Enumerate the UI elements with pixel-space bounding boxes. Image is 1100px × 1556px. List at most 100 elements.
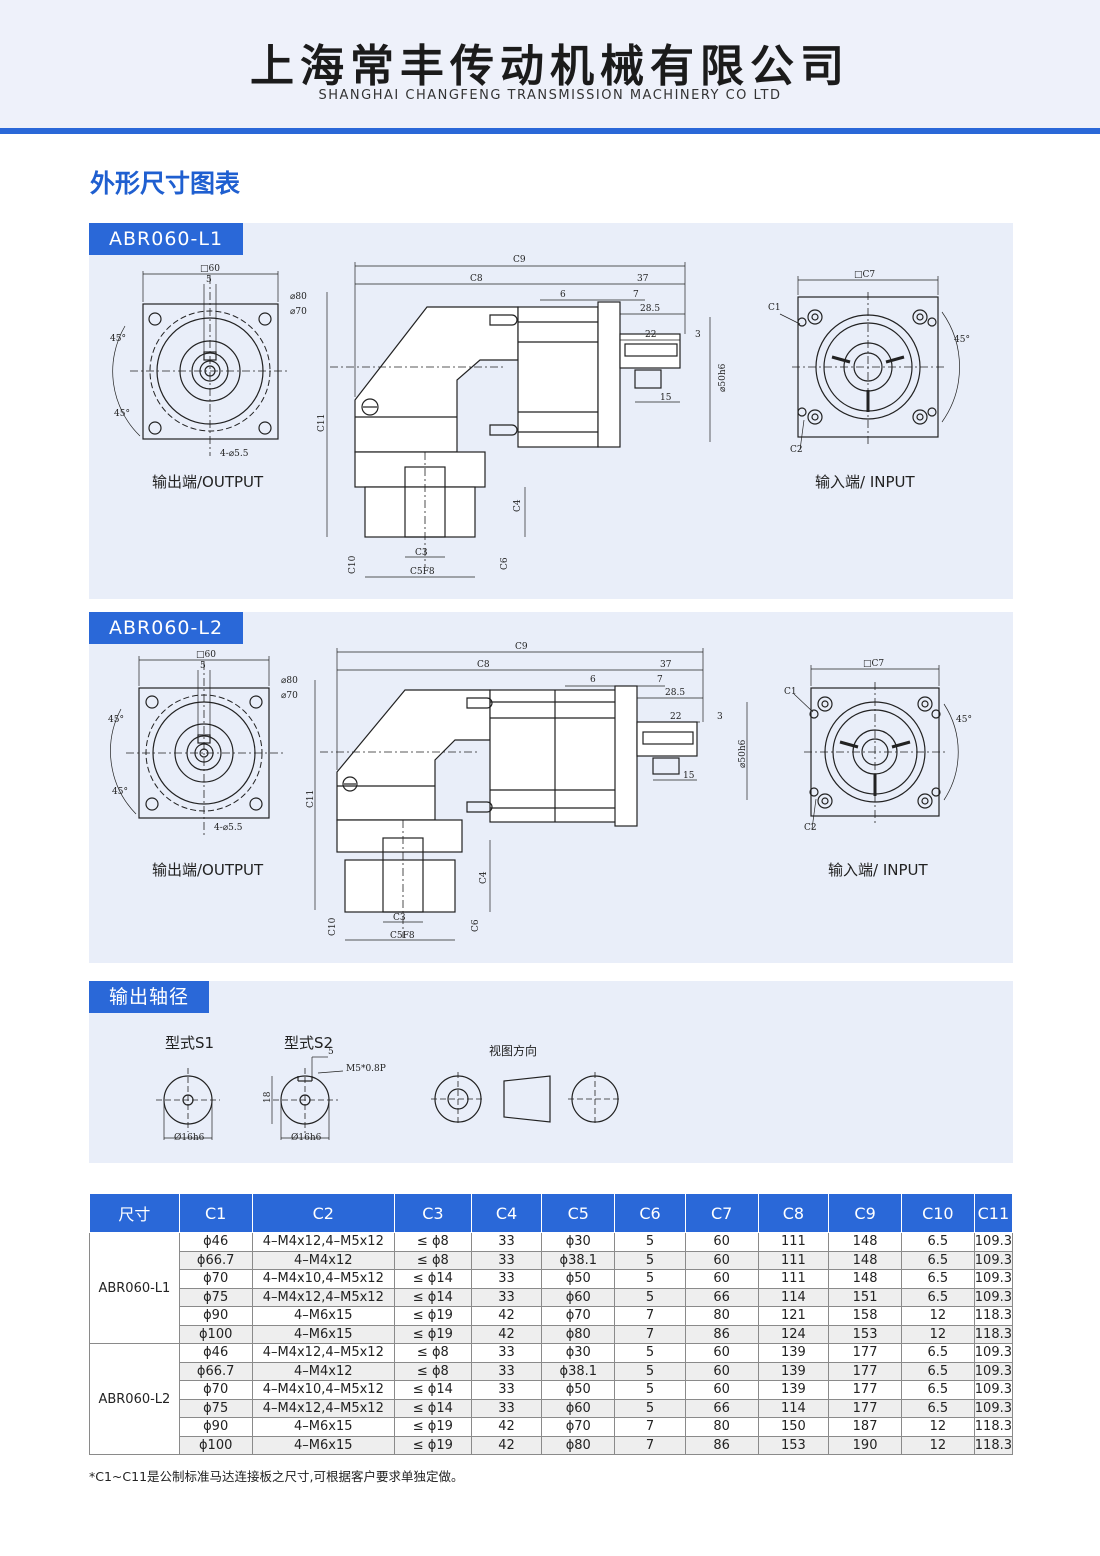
table-cell: 4–M4x10,4–M5x12 xyxy=(251,1269,396,1289)
table-cell: 42 xyxy=(470,1435,543,1455)
l2-side-view: C9 C8 37 6 7 28.5 22 3 15 ⌀50h6 C11 C4 C… xyxy=(306,642,748,941)
table-cell: 60 xyxy=(684,1380,759,1400)
l1-output-sq60: □60 xyxy=(200,264,220,274)
table-cell: 80 xyxy=(684,1417,759,1437)
l2-dim-6: 6 xyxy=(590,675,596,685)
table-cell: ≤ ϕ8 xyxy=(394,1232,472,1252)
table-cell: 42 xyxy=(470,1306,543,1326)
l1-body-elbow xyxy=(354,306,519,453)
l1-dim-d50: ⌀50h6 xyxy=(718,363,728,392)
col-header-c10: C10 xyxy=(900,1193,975,1233)
table-cell: 33 xyxy=(470,1287,543,1307)
l2-output-label: 输出端/OUTPUT xyxy=(152,861,264,879)
col-header-c4: C4 xyxy=(470,1193,543,1233)
l1-input-angle: 45° xyxy=(954,335,970,345)
table-cell: 109.3 xyxy=(973,1287,1014,1307)
table-cell: 150 xyxy=(757,1417,830,1437)
table-cell: 4–M6x15 xyxy=(251,1324,396,1344)
l1-input-c1: C1 xyxy=(768,303,781,313)
table-cell: ϕ70 xyxy=(541,1306,616,1326)
table-cell: 109.3 xyxy=(973,1232,1014,1252)
table-cell: 190 xyxy=(828,1435,902,1455)
table-cell: 5 xyxy=(614,1287,686,1307)
l2-input-view: □C7 C1 C2 45° xyxy=(784,659,972,833)
table-cell: 4–M4x12,4–M5x12 xyxy=(251,1232,396,1252)
l2-output-d70: ⌀70 xyxy=(281,691,298,701)
l2-output-angle1: 45° xyxy=(108,715,124,725)
table-cell: 109.3 xyxy=(973,1269,1014,1289)
table-cell: 66 xyxy=(684,1287,759,1307)
col-header-c3: C3 xyxy=(394,1193,472,1233)
col-header-size: 尺寸 xyxy=(89,1193,180,1233)
l2-dim-7: 7 xyxy=(657,675,663,685)
l1-body-housing xyxy=(517,306,599,448)
table-cell: 114 xyxy=(757,1398,830,1418)
table-cell: 7 xyxy=(614,1435,686,1455)
table-cell: ≤ ϕ8 xyxy=(394,1250,472,1270)
table-cell: ϕ66.7 xyxy=(178,1250,253,1270)
l1-output-shaft xyxy=(364,486,476,538)
table-cell: ≤ ϕ14 xyxy=(394,1269,472,1289)
table-cell: 114 xyxy=(757,1287,830,1307)
table-cell: 177 xyxy=(828,1380,902,1400)
table-cell: 187 xyxy=(828,1417,902,1437)
l1-output-holes: 4-⌀5.5 xyxy=(220,449,249,459)
table-cell: 121 xyxy=(757,1306,830,1326)
table-cell: 86 xyxy=(684,1324,759,1344)
table-cell: 12 xyxy=(900,1417,975,1437)
table-cell: 7 xyxy=(614,1324,686,1344)
table-cell: ≤ ϕ19 xyxy=(394,1324,472,1344)
table-cell: 33 xyxy=(470,1269,543,1289)
l1-dim-37: 37 xyxy=(637,274,649,284)
col-header-c5: C5 xyxy=(541,1193,616,1233)
l1-output-keyw: 5 xyxy=(206,275,212,285)
table-cell: 153 xyxy=(828,1324,902,1344)
l1-dim-28: 28.5 xyxy=(640,304,660,314)
l1-output-d80: ⌀80 xyxy=(290,292,307,302)
shaft-s2-thread: M5*0.8P xyxy=(346,1064,386,1074)
table-cell: 33 xyxy=(470,1398,543,1418)
table-cell: 5 xyxy=(614,1250,686,1270)
l2-output-view: □60 5 ⌀80 ⌀70 4-⌀5.5 45° 45° xyxy=(108,650,298,836)
table-cell: 5 xyxy=(614,1269,686,1289)
shaft-s1-drawing: Ø16h6 xyxy=(156,1068,220,1143)
table-cell: 6.5 xyxy=(900,1269,975,1289)
l2-input-c2: C2 xyxy=(804,823,817,833)
col-header-c7: C7 xyxy=(684,1193,759,1233)
l1-dim-c10: C10 xyxy=(348,555,358,574)
col-header-c6: C6 xyxy=(614,1193,686,1233)
l2-dim-15: 15 xyxy=(683,771,695,781)
table-cell: 86 xyxy=(684,1435,759,1455)
table-cell: 5 xyxy=(614,1232,686,1252)
l2-input-label: 输入端/ INPUT xyxy=(828,861,928,879)
table-cell: 148 xyxy=(828,1232,902,1252)
table-cell: ≤ ϕ8 xyxy=(394,1343,472,1363)
table-cell: 60 xyxy=(684,1361,759,1381)
l1-dim-c3: C3 xyxy=(415,548,428,558)
table-cell: 66 xyxy=(684,1398,759,1418)
table-cell: 60 xyxy=(684,1232,759,1252)
table-cell: ϕ100 xyxy=(178,1324,253,1344)
table-cell: ϕ30 xyxy=(541,1343,616,1363)
table-cell: 139 xyxy=(757,1380,830,1400)
spec-table-header-row: 尺寸 C1 C2 C3 C4 C5 C6 C7 C8 C9 C10 C11 xyxy=(89,1193,1014,1233)
table-cell: 7 xyxy=(614,1306,686,1326)
col-header-c9: C9 xyxy=(828,1193,902,1233)
table-cell: ϕ75 xyxy=(178,1398,253,1418)
table-cell: 60 xyxy=(684,1343,759,1363)
table-cell: 109.3 xyxy=(973,1343,1014,1363)
l1-input-label: 输入端/ INPUT xyxy=(815,473,915,491)
table-cell: 6.5 xyxy=(900,1250,975,1270)
l1-output-angle2: 45° xyxy=(114,409,130,419)
table-cell: ϕ30 xyxy=(541,1232,616,1252)
l1-input-view: □C7 C1 C2 45° xyxy=(768,270,970,455)
l2-dim-c6: C6 xyxy=(471,919,481,932)
table-cell: 33 xyxy=(470,1343,543,1363)
table-cell: 124 xyxy=(757,1324,830,1344)
table-cell: 6.5 xyxy=(900,1361,975,1381)
